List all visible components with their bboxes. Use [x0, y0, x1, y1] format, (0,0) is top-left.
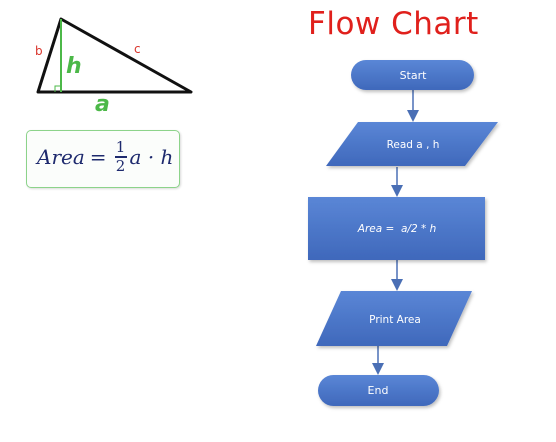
area-formula: Area = 1 2 a · h	[37, 139, 173, 175]
process-shape	[308, 197, 485, 260]
end-shape	[318, 375, 439, 406]
right-angle-marker	[54, 85, 61, 92]
formula-lhs: Area	[37, 144, 85, 169]
formula-rhs: a · h	[129, 144, 174, 169]
base-label: a	[95, 92, 110, 117]
formula-denominator: 2	[115, 156, 126, 175]
output-node: Print Area	[316, 291, 472, 346]
side-b-label: b	[35, 44, 43, 58]
process-node: Area = a/2 * h	[308, 197, 485, 260]
output-label: Print Area	[369, 314, 421, 326]
input-node: Read a , h	[326, 122, 498, 166]
flowchart-connectors	[372, 90, 419, 375]
formula-equals: =	[89, 144, 107, 169]
input-label: Read a , h	[387, 139, 440, 151]
start-node: Start	[351, 60, 474, 90]
fraction-bar	[114, 156, 127, 158]
formula-numerator: 1	[115, 138, 126, 156]
triangle-shape	[36, 17, 193, 94]
start-shape	[351, 60, 474, 90]
process-label: Area = a/2 * h	[357, 223, 436, 235]
end-label: End	[368, 384, 389, 397]
page-title: Flow Chart	[308, 6, 479, 42]
formula-fraction: 1 2	[114, 138, 127, 175]
area-formula-box: Area = 1 2 a · h	[26, 130, 180, 188]
side-c-label: c	[134, 42, 141, 56]
triangle-diagram: b c h a	[35, 17, 193, 117]
height-label: h	[66, 54, 82, 79]
end-node: End	[318, 375, 439, 406]
start-label: Start	[400, 69, 428, 82]
output-shape	[316, 291, 472, 346]
input-shape	[326, 122, 498, 166]
